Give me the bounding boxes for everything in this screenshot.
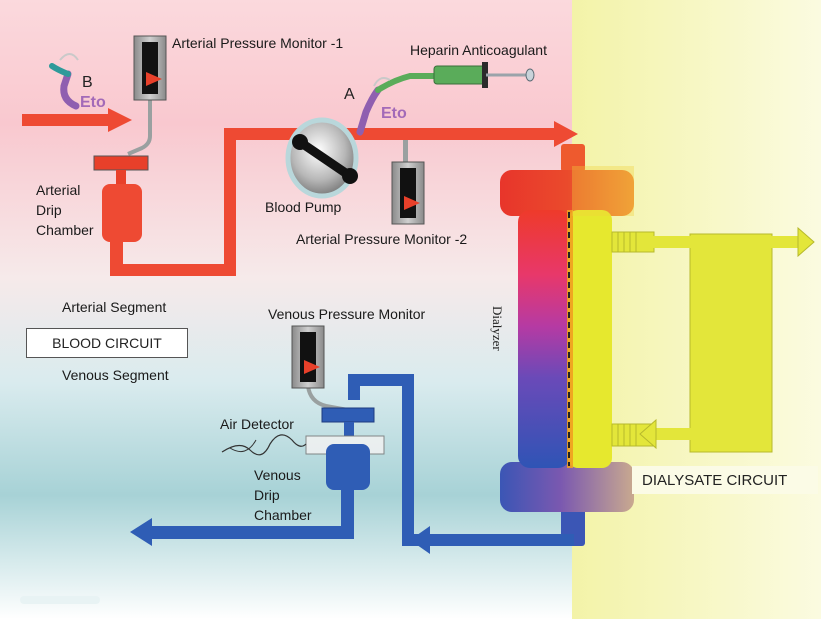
venous-line <box>130 374 574 554</box>
air-detector-label: Air Detector <box>220 416 294 432</box>
arterial-pressure-monitor-1 <box>127 35 167 156</box>
arterial-pressure-monitor-2-label: Arterial Pressure Monitor -2 <box>296 231 468 247</box>
venous-pressure-monitor <box>291 325 349 412</box>
dialysate-loop <box>611 226 815 453</box>
point-a-label: A <box>344 86 355 103</box>
eto-connector-b <box>49 53 80 110</box>
venous-pressure-monitor-label: Venous Pressure Monitor <box>268 306 426 322</box>
eto-connector-a <box>356 73 437 136</box>
arterial-segment-label: Arterial Segment <box>62 299 167 315</box>
venous-drip-chamber <box>305 407 385 490</box>
heparin-label: Heparin Anticoagulant <box>410 42 547 58</box>
arterial-drip-chamber <box>93 155 149 242</box>
venous-segment-label: Venous Segment <box>62 367 169 383</box>
eto-a-label: Eto <box>381 105 407 122</box>
heparin-syringe <box>433 62 535 88</box>
blood-circuit-label: BLOOD CIRCUIT <box>26 328 188 358</box>
dialyzer-label: Dialyzer <box>490 306 505 351</box>
blood-pump-label: Blood Pump <box>265 199 342 215</box>
venous-drip-chamber-label: Venous Drip Chamber <box>254 467 312 523</box>
dialyzer <box>500 166 634 512</box>
watermark-smudge <box>20 596 100 604</box>
arterial-pressure-monitor-1-label: Arterial Pressure Monitor -1 <box>172 35 344 51</box>
point-b-label: B <box>82 74 93 91</box>
arterial-drip-chamber-label: Arterial Drip Chamber <box>36 182 94 238</box>
eto-b-label: Eto <box>80 94 106 111</box>
air-detector-wire <box>221 434 307 456</box>
dialysate-circuit-label: DIALYSATE CIRCUIT <box>632 466 818 494</box>
dialyzer-inlet-port <box>561 144 585 172</box>
blood-pump <box>285 117 359 199</box>
arterial-pressure-monitor-2 <box>391 140 425 225</box>
